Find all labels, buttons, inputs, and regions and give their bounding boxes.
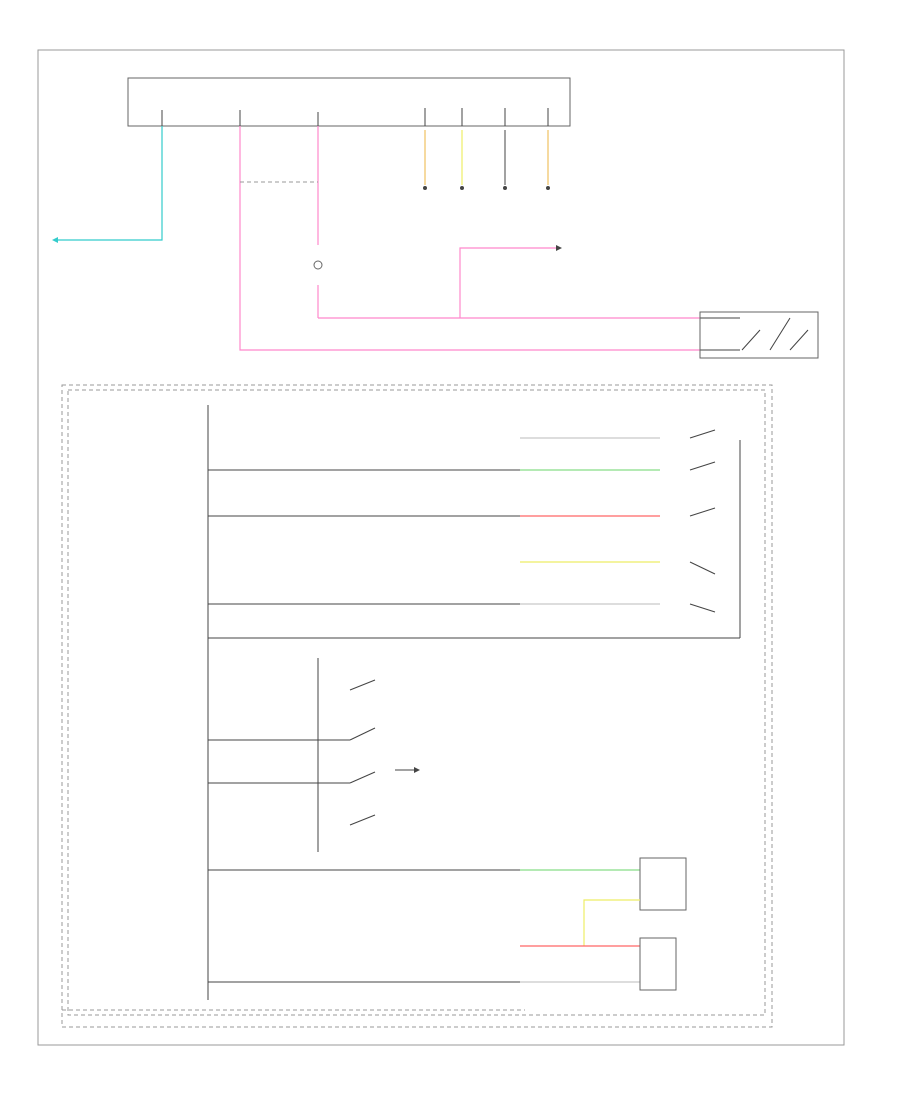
wire-cyan-circuit: [52, 126, 163, 243]
harness-wires: [208, 437, 660, 639]
internal-harness-box: [67, 389, 766, 1016]
outer-frame: [37, 49, 845, 1046]
control-module-box: [61, 384, 773, 1028]
wire-pink-circuit: [239, 126, 740, 351]
manual-shift-switches: [208, 658, 420, 852]
wire-pink-red-circuit: [313, 126, 740, 319]
stub-wires: [423, 130, 550, 190]
control-module-top: [127, 77, 571, 127]
turbine-speed-sensor: [208, 857, 687, 946]
internal-mode-switches: [660, 429, 741, 639]
output-speed-sensor: [208, 937, 677, 991]
range-switch: [699, 311, 819, 359]
